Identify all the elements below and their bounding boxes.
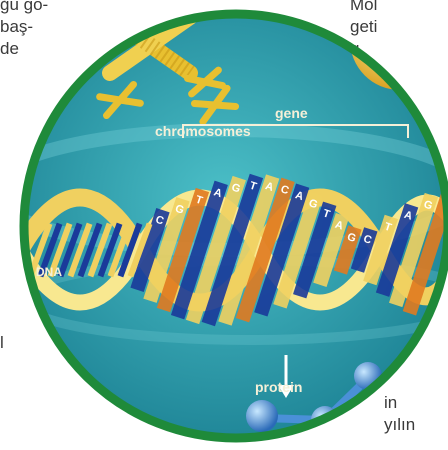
- dna-label: DNA: [36, 265, 62, 279]
- chromosomes-label: chromosomes: [155, 123, 251, 139]
- protein-label: protein: [255, 379, 302, 395]
- gene-label: gene: [275, 105, 308, 121]
